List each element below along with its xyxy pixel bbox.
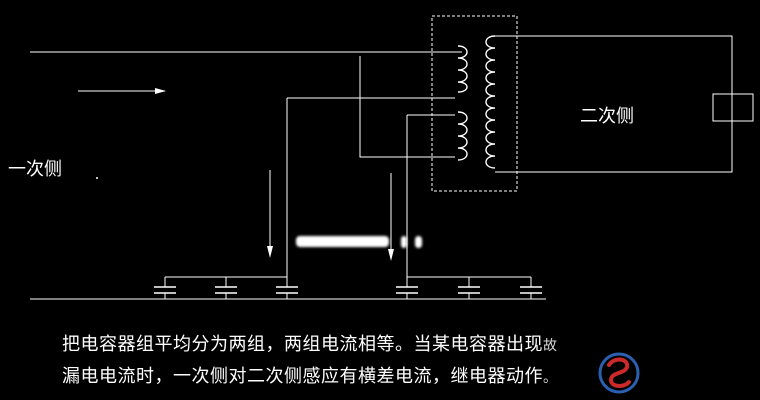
primary-coil-lower bbox=[457, 111, 468, 161]
capacitor-right-1 bbox=[396, 286, 418, 299]
caption-line-2-tail: 。 bbox=[543, 370, 558, 386]
stray-dot bbox=[96, 177, 98, 179]
highlight-smear-small-2 bbox=[415, 236, 422, 248]
current-arrow-head bbox=[155, 88, 166, 94]
capacitor-left-2 bbox=[215, 277, 237, 299]
capacitor-right-2 bbox=[458, 277, 480, 299]
caption-line-1: 把电容器组平均分为两组，两组电流相等。当某电容器出现故 bbox=[62, 330, 558, 356]
capacitor-left-1 bbox=[154, 277, 176, 299]
secondary-coil bbox=[485, 35, 496, 169]
primary-side-label: 一次侧 bbox=[8, 159, 62, 180]
caption-line-1-text: 把电容器组平均分为两组，两组电流相等。当某电容器出现 bbox=[62, 334, 543, 355]
secondary-loop bbox=[495, 35, 733, 173]
capacitor-right-3 bbox=[520, 277, 542, 299]
caption-line-2: 漏电电流时，一次侧对二次侧感应有横差电流，继电器动作。 bbox=[62, 362, 558, 388]
highlight-smear bbox=[296, 236, 389, 247]
relay-box bbox=[712, 93, 754, 122]
left-group-return bbox=[359, 56, 455, 158]
secondary-side-label: 二次侧 bbox=[580, 106, 634, 127]
highlight-smear-small-1 bbox=[401, 236, 407, 248]
down-arrow-left-head bbox=[267, 246, 273, 258]
transformer-enclosure bbox=[431, 15, 518, 192]
primary-coil-upper bbox=[457, 45, 468, 93]
down-arrow-right-head bbox=[388, 249, 394, 261]
caption-line-1-tail: 故 bbox=[543, 338, 558, 354]
caption-line-2-text: 漏电电流时，一次侧对二次侧感应有横差电流，继电器动作 bbox=[62, 366, 543, 387]
capacitor-left-3 bbox=[276, 286, 298, 299]
watermark-logo-icon bbox=[598, 352, 640, 394]
